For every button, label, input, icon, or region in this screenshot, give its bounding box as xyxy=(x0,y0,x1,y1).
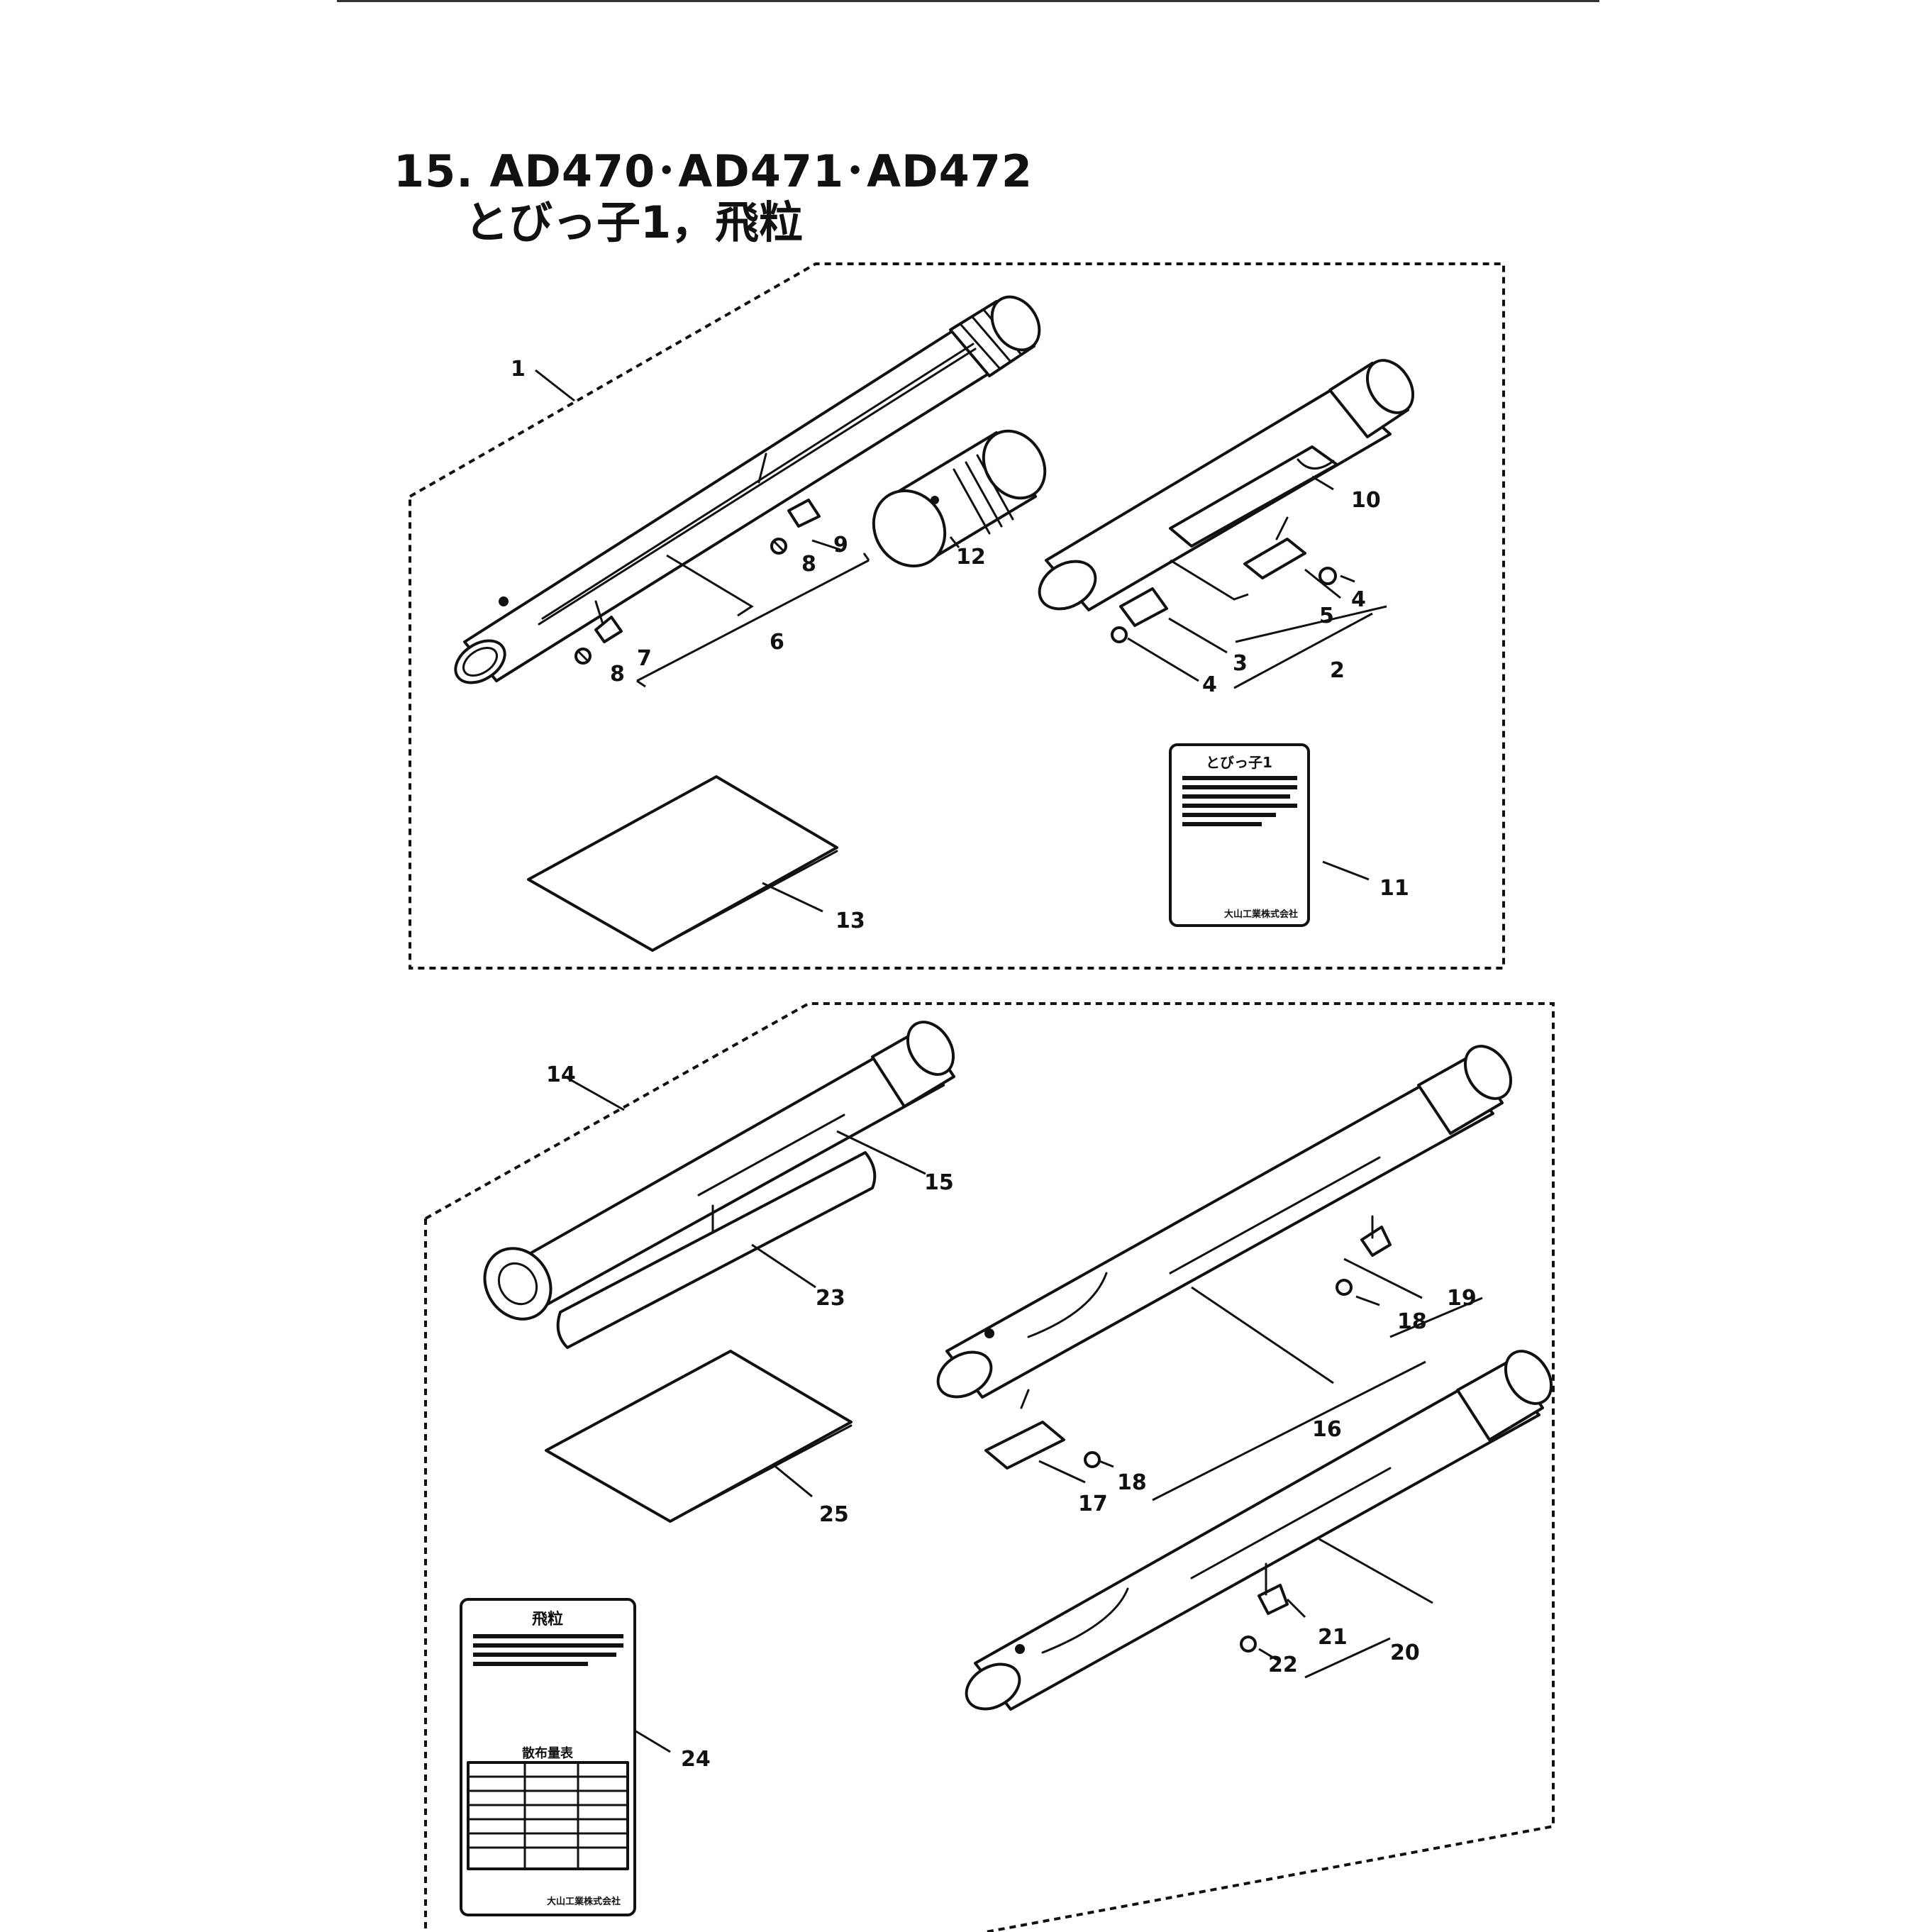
part-18-screw-b xyxy=(1084,1451,1101,1468)
part-4-screw-a xyxy=(1318,567,1337,585)
callout-24: 24 xyxy=(681,1747,711,1772)
callout-19: 19 xyxy=(1447,1286,1477,1311)
part-24-label: 飛粒 散布量表 大山工業株式会社 xyxy=(460,1598,671,1916)
part-13-manual xyxy=(527,775,838,952)
callout-15: 15 xyxy=(924,1170,954,1195)
part-16-tube xyxy=(936,1045,1513,1399)
callout-12: 12 xyxy=(956,545,986,570)
part-18-screw-a xyxy=(1336,1279,1353,1296)
part-8-screw-a xyxy=(574,648,592,665)
callout-2: 2 xyxy=(1330,658,1345,683)
part-11-label: とびっ子1 大山工業株式会社 xyxy=(1169,743,1370,927)
part-20-tube xyxy=(965,1350,1553,1711)
label-11-heading: とびっ子1 xyxy=(1206,754,1272,771)
top-rule xyxy=(337,0,1599,2)
part-7-clip xyxy=(594,600,623,643)
callout-9: 9 xyxy=(833,533,848,557)
callout-16: 16 xyxy=(1312,1417,1342,1442)
callout-11: 11 xyxy=(1379,876,1409,901)
callout-14: 14 xyxy=(546,1062,576,1087)
upper-leaders xyxy=(535,369,1387,689)
callout-1: 1 xyxy=(511,357,526,382)
part-9-clip xyxy=(787,499,821,528)
label-24-heading: 飛粒 xyxy=(532,1610,563,1628)
callout-23: 23 xyxy=(816,1286,845,1311)
callout-22: 22 xyxy=(1268,1653,1298,1677)
callout-10: 10 xyxy=(1351,488,1381,513)
part-4-screw-b xyxy=(1111,626,1128,643)
callout-8a: 8 xyxy=(610,662,625,687)
label-11-maker: 大山工業株式会社 xyxy=(1224,909,1298,920)
callout-3: 3 xyxy=(1233,651,1248,676)
callout-18a: 18 xyxy=(1397,1309,1427,1334)
callout-18b: 18 xyxy=(1117,1470,1147,1495)
part-17-bracket xyxy=(984,1389,1065,1470)
part-21-clip xyxy=(1258,1562,1289,1615)
title-product: とびっ子1，飛粒 xyxy=(465,196,804,248)
callout-6: 6 xyxy=(770,630,784,655)
callout-5: 5 xyxy=(1319,604,1334,628)
label-24-table-title: 散布量表 xyxy=(522,1745,574,1761)
part-8-screw-b xyxy=(770,538,787,555)
lower-kit-boundary xyxy=(425,1002,1555,1932)
callout-4b: 4 xyxy=(1202,672,1217,697)
callout-20: 20 xyxy=(1390,1640,1420,1665)
label-24-maker: 大山工業株式会社 xyxy=(547,1896,621,1907)
upper-kit-boundary xyxy=(409,262,1505,970)
callouts: 1 2 3 4 4 5 6 7 8 8 9 10 11 12 13 14 15 … xyxy=(511,357,1477,1772)
part-14-tube xyxy=(483,1021,955,1321)
page-title: 15. AD470･AD471･AD472 とびっ子1，飛粒 xyxy=(394,145,1033,248)
callout-21: 21 xyxy=(1318,1625,1348,1650)
callout-7: 7 xyxy=(637,646,652,671)
part-1-tube xyxy=(454,295,1041,684)
callout-8b: 8 xyxy=(801,552,816,577)
part-2-tube xyxy=(1038,359,1415,611)
lower-leaders xyxy=(567,1077,1483,1679)
part-19-clip xyxy=(1360,1215,1392,1257)
callout-17: 17 xyxy=(1078,1492,1108,1516)
callout-4a: 4 xyxy=(1351,587,1366,612)
part-23-plate xyxy=(556,1151,877,1349)
callout-13: 13 xyxy=(835,909,865,933)
part-25-manual xyxy=(545,1350,853,1523)
part-5-bracket xyxy=(1243,516,1306,579)
callout-25: 25 xyxy=(819,1502,849,1527)
part-22-screw xyxy=(1240,1636,1257,1653)
title-models: 15. AD470･AD471･AD472 xyxy=(394,145,1033,197)
part-12-nozzle xyxy=(872,429,1047,568)
part-3-bracket xyxy=(1119,587,1168,627)
